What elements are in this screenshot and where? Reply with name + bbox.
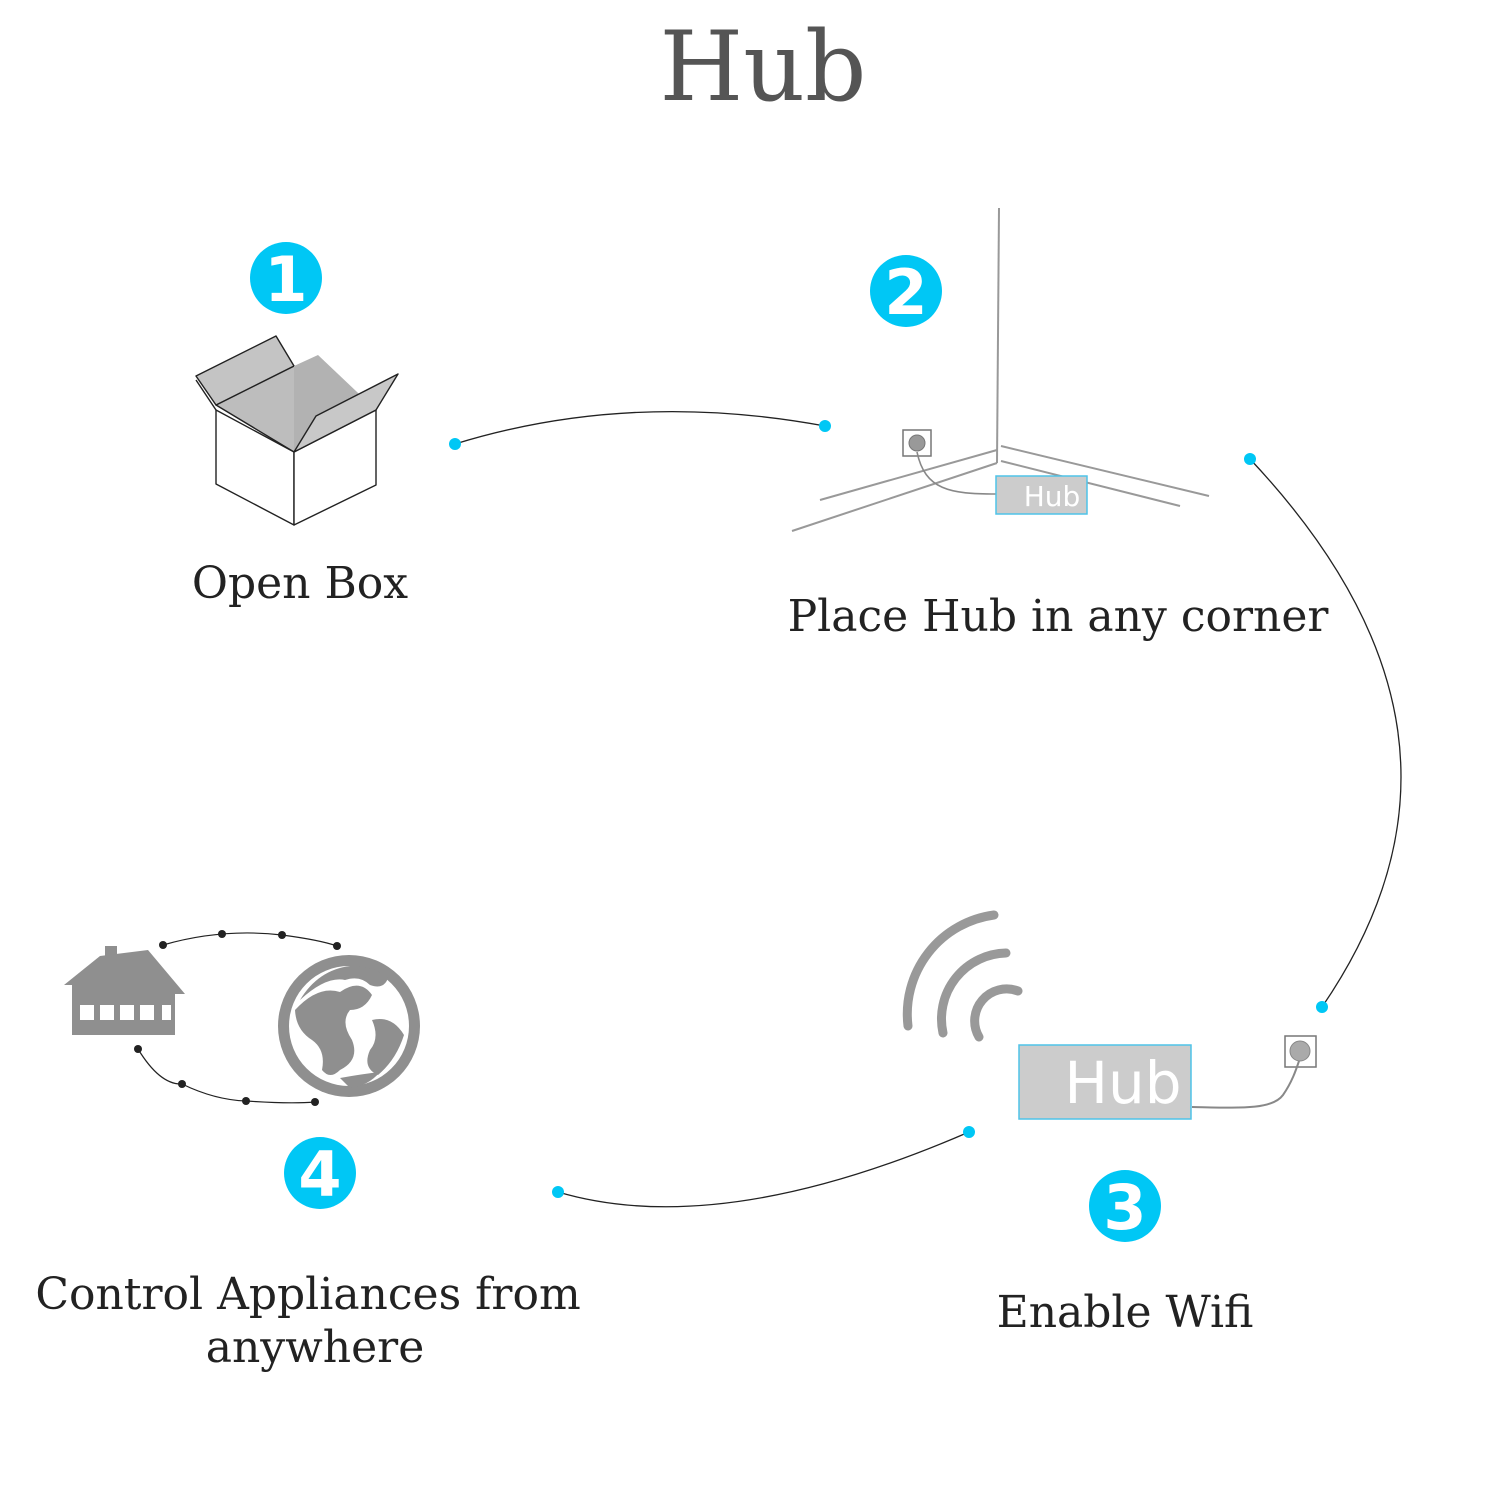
hub-small-label: Hub (1024, 480, 1081, 513)
step-number: 3 (1103, 1171, 1146, 1244)
house-icon (64, 946, 185, 1035)
power-outlet-icon (902, 429, 932, 457)
wifi-signal-icon (902, 910, 1023, 1042)
connector-dot (1316, 1001, 1328, 1013)
house-globe-icon (64, 930, 420, 1106)
connector-dot (552, 1186, 564, 1198)
step-number: 4 (298, 1138, 341, 1211)
step-number-badge (1089, 1170, 1161, 1242)
hub-device-large (1018, 1044, 1192, 1120)
globe-icon (278, 955, 420, 1097)
step-label: Place Hub in any corner (788, 591, 1330, 642)
page-title: Hub (660, 11, 867, 123)
step-4: 4 Control Appliances from anywhere (35, 930, 581, 1373)
step-2: 2 Hub Place Hub in any corner (788, 207, 1330, 642)
room-corner-hub-icon (791, 207, 1210, 532)
step-label: Open Box (192, 558, 408, 609)
step-3: Hub 3 Enable Wifi (902, 910, 1317, 1338)
step-label: Enable Wifi (997, 1287, 1254, 1338)
connector-3-4 (552, 1126, 975, 1208)
step-label-line2: anywhere (206, 1322, 425, 1373)
connector-dot (1244, 453, 1256, 465)
step-number-badge (870, 255, 942, 327)
hub-device-small (995, 475, 1088, 515)
connector-dot (963, 1126, 975, 1138)
step-number: 1 (264, 243, 307, 316)
connector-1-2 (449, 410, 831, 450)
step-label-line1: Control Appliances from (35, 1269, 580, 1320)
open-box-icon (195, 335, 399, 526)
connector-2-3 (1244, 453, 1402, 1013)
wifi-hub-icon (1018, 1035, 1317, 1120)
step-number-badge (250, 242, 322, 314)
hub-large-label: Hub (1064, 1049, 1181, 1117)
step-1: 1 Open Box (192, 242, 408, 609)
step-number-badge (284, 1137, 356, 1209)
connector-dot (819, 420, 831, 432)
step-number: 2 (884, 256, 927, 329)
connector-dot (449, 438, 461, 450)
